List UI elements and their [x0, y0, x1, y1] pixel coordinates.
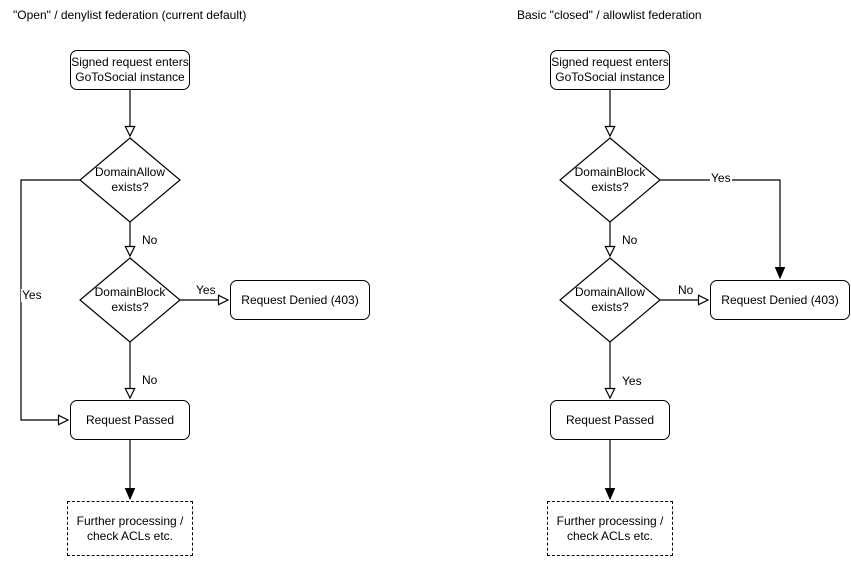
left-passed-node: Request Passed — [70, 400, 190, 440]
left-label-allow-no: No — [141, 233, 159, 247]
left-chart-title: "Open" / denylist federation (current de… — [13, 8, 247, 22]
right-start-node: Signed request enters GoToSocial instanc… — [550, 50, 670, 90]
left-denied-node: Request Denied (403) — [230, 280, 370, 320]
left-label-block-no: No — [141, 373, 159, 387]
right-chart-title: Basic "closed" / allowlist federation — [517, 8, 702, 22]
right-decision-block-label: DomainBlock exists? — [574, 165, 646, 194]
right-label-allow-yes: Yes — [621, 374, 643, 388]
left-start-node: Signed request enters GoToSocial instanc… — [70, 50, 190, 90]
shape-left-decision-allow — [79, 137, 181, 223]
right-label-allow-no: No — [677, 283, 695, 297]
right-further-node: Further processing / check ACLs etc. — [547, 501, 673, 556]
right-denied-node: Request Denied (403) — [710, 280, 850, 320]
left-decision-block-label: DomainBlock exists? — [94, 285, 166, 314]
right-label-block-yes: Yes — [710, 171, 732, 185]
shape-left-decision-block — [79, 257, 181, 343]
shape-right-decision-block — [559, 137, 661, 223]
left-label-block-yes: Yes — [195, 283, 217, 297]
left-further-node: Further processing / check ACLs etc. — [67, 501, 193, 556]
right-passed-node: Request Passed — [550, 400, 670, 440]
left-label-allow-yes: Yes — [21, 288, 43, 302]
left-decision-allow-label: DomainAllow exists? — [94, 165, 166, 194]
shape-right-decision-allow — [559, 257, 661, 343]
right-decision-allow-label: DomainAllow exists? — [574, 285, 646, 314]
right-label-block-no: No — [621, 233, 639, 247]
edge-right-block-yes-to-denied — [660, 179, 786, 280]
